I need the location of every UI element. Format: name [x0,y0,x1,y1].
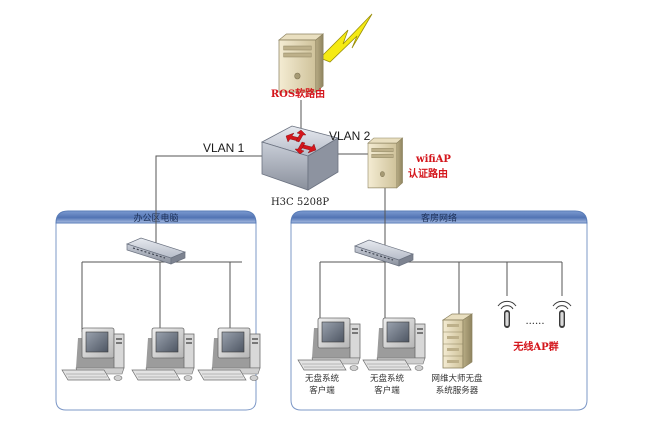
guest-client-1-label-2: 客户端 [309,385,335,396]
server-tower-icon [367,137,403,189]
server-tower-icon [278,33,324,93]
core-switch-label: H3C 5208P [271,197,329,208]
network-links [81,100,563,332]
ros-router-label: ROS软路由 [271,87,325,100]
guest-client-1-label-1: 无盘系统 [305,373,340,384]
core-switch-icon [260,125,340,191]
ap-dots: ...... [525,316,544,327]
guest-client-2-label-1: 无盘系统 [370,373,405,384]
guest-client-2-label-2: 客户端 [374,385,400,396]
wifi-router-label-1: wifiAP [415,154,451,165]
guest-client-2: 无盘系统 客户端 [362,317,426,396]
wifi-router-label-2: 认证路由 [408,167,448,180]
server-rack-icon [441,313,474,369]
disk-server-label-2: 系统服务器 [436,385,479,396]
wifi-router: wifiAP 认证路由 [367,137,451,189]
core-switch: H3C 5208P [260,125,340,208]
wireless-ap-group: ...... 无线AP群 [497,300,572,353]
guest-client-1: 无盘系统 客户端 [297,317,361,396]
vlan-right-label: VLAN 2 [329,129,371,143]
disk-server-label-1: 网维大师无盘 [431,373,483,384]
ros-router: ROS软路由 [271,33,325,100]
disk-server: 网维大师无盘 系统服务器 [431,313,483,396]
zone-guest-title: 客房网络 [421,212,457,224]
ap-group-label: 无线AP群 [512,340,558,353]
link-core-to-office [155,155,262,246]
lightning-bolt-icon [319,13,373,63]
vlan-left-label: VLAN 1 [203,141,245,155]
